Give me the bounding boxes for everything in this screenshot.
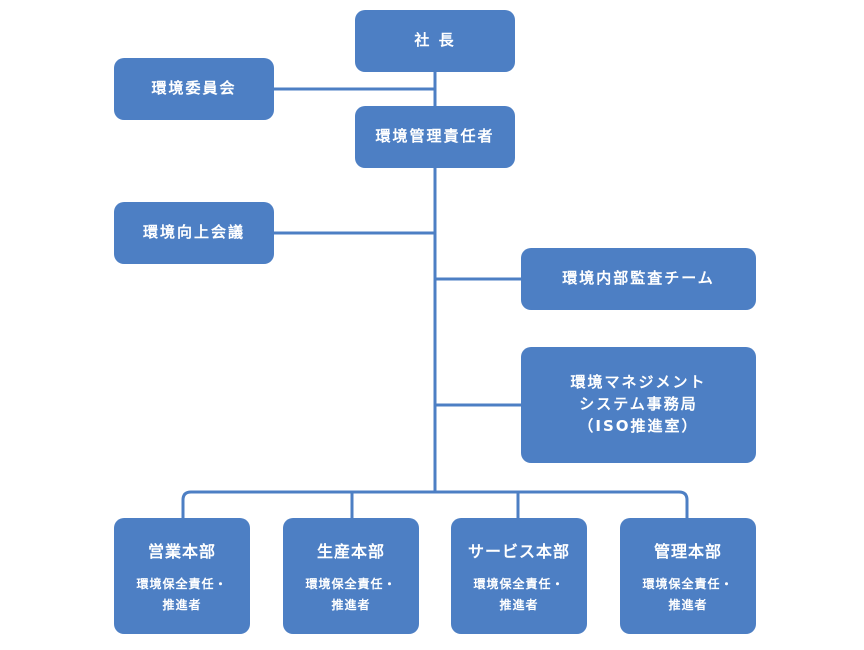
env-committee-label: 環境委員会 (151, 79, 237, 98)
president-label: 社 長 (414, 31, 456, 50)
department-name: 営業本部 (147, 542, 216, 562)
department-role-line2: 推進者 (668, 597, 708, 612)
department-role-line1: 環境保全責任・ (305, 576, 397, 591)
internal-audit-team-label: 環境内部監査チーム (562, 269, 715, 288)
department-name: サービス本部 (467, 542, 570, 562)
department-role-line1: 環境保全責任・ (136, 576, 228, 591)
ems-office-line2: システム事務局 (579, 395, 698, 414)
ems-office-line3: （ISO推進室） (578, 416, 699, 435)
env-improvement-meeting-box: 環境向上会議 (114, 202, 274, 264)
department-box-administration: 管理本部 環境保全責任・ 推進者 (620, 518, 756, 634)
department-role-line1: 環境保全責任・ (473, 576, 565, 591)
department-name: 管理本部 (653, 542, 722, 562)
ems-office-line1: 環境マネジメント (570, 373, 707, 392)
env-improvement-meeting-label: 環境向上会議 (142, 223, 245, 242)
internal-audit-team-box: 環境内部監査チーム (521, 248, 756, 310)
ems-office-box: 環境マネジメント システム事務局 （ISO推進室） (521, 347, 756, 463)
department-branch-line (181, 490, 689, 520)
department-name: 生産本部 (316, 542, 385, 562)
env-manager-label: 環境管理責任者 (375, 127, 495, 146)
department-box-sales: 営業本部 環境保全責任・ 推進者 (114, 518, 250, 634)
department-box-service: サービス本部 環境保全責任・ 推進者 (451, 518, 587, 634)
department-box-production: 生産本部 環境保全責任・ 推進者 (283, 518, 419, 634)
env-manager-box: 環境管理責任者 (355, 106, 515, 168)
department-role-line2: 推進者 (331, 597, 371, 612)
department-role-line1: 環境保全責任・ (642, 576, 734, 591)
env-committee-box: 環境委員会 (114, 58, 274, 120)
president-box: 社 長 (355, 10, 515, 72)
department-role-line2: 推進者 (499, 597, 539, 612)
department-role-line2: 推進者 (162, 597, 202, 612)
